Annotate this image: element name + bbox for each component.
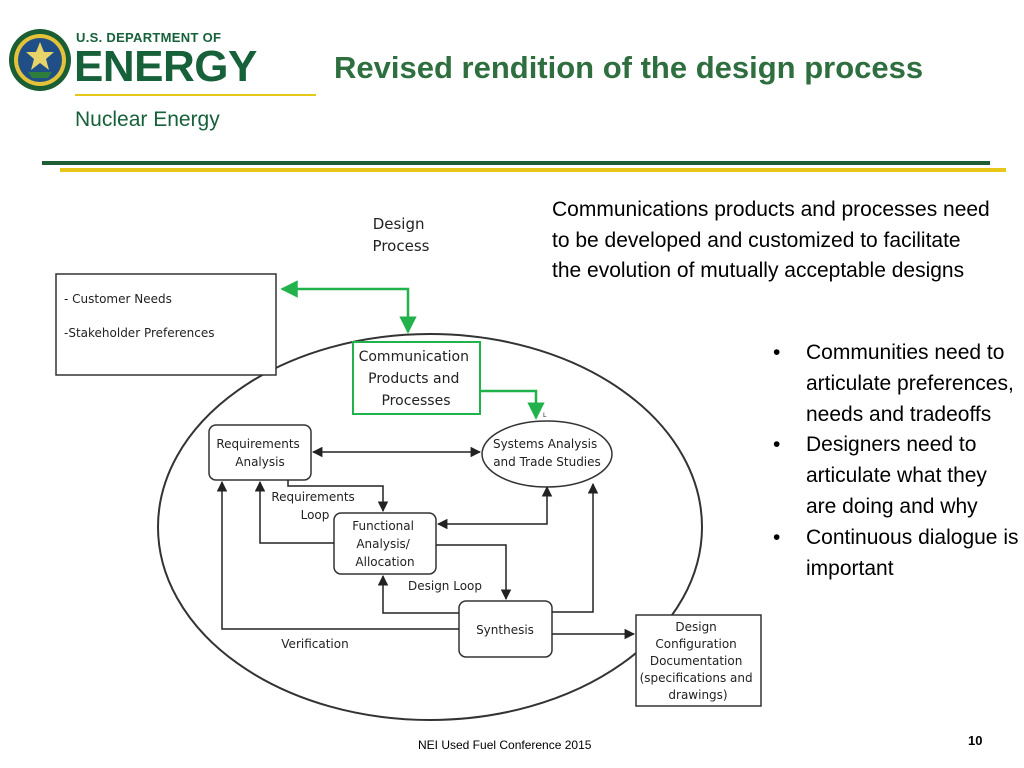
logo-divider: [75, 94, 316, 96]
functional-to-synthesis-arrow: [436, 544, 512, 601]
bullet-list: Communities need to articulate preferenc…: [770, 338, 1022, 584]
bullet-item: Communities need to articulate preferenc…: [770, 338, 1022, 430]
communication-products-box: [352, 341, 481, 415]
design-configuration-label: Design Configuration Documentation (spec…: [640, 620, 757, 702]
communication-products-label: Communication Products and Processes: [359, 349, 474, 409]
design-loop-label: Design Loop: [408, 579, 482, 593]
communication-to-systems-arrow: [480, 389, 545, 420]
functional-analysis-label: Functional Analysis/ Allocation: [352, 519, 418, 569]
bullet-item: Designers need to articulate what they a…: [770, 430, 1022, 522]
office-name: Nuclear Energy: [75, 108, 220, 131]
design-process-diagram: Design Process - Customer Needs -Stakeho…: [55, 215, 762, 721]
systems-analysis-node: [481, 420, 613, 488]
design-process-label: Design Process: [373, 215, 430, 255]
systems-analysis-label: Systems Analysis and Trade Studies: [493, 437, 601, 469]
agency-energy-wordmark: ENERGY: [74, 42, 257, 91]
communication-to-customer-arrow: [280, 280, 417, 334]
verification-arrow: [216, 480, 459, 630]
intro-paragraph: Communications products and processes ne…: [552, 198, 990, 282]
slide-title: Revised rendition of the design process: [334, 50, 924, 85]
synthesis-label: Synthesis: [476, 623, 534, 637]
header-rule-gold: [60, 168, 1006, 172]
synthesis-to-functional-arrow: [377, 574, 459, 614]
verification-label: Verification: [281, 637, 348, 651]
small-mark-l: L: [543, 412, 547, 419]
requirements-analysis-label: Requirements Analysis: [216, 437, 303, 469]
sa-to-functional-arrow: [436, 485, 553, 530]
stakeholder-preferences-label: -Stakeholder Preferences: [64, 326, 215, 340]
customer-needs-label: - Customer Needs: [64, 292, 172, 306]
agency-line: U.S. DEPARTMENT OF: [76, 30, 222, 45]
requirements-analysis-box: [208, 424, 312, 481]
ra-to-functional-arrow: [287, 480, 389, 513]
bullet-item: Continuous dialogue is important: [770, 523, 1022, 585]
synthesis-to-sa-arrow: [552, 482, 599, 613]
customer-needs-box: [55, 273, 277, 376]
requirements-loop-label: Requirements Loop: [271, 490, 358, 522]
design-configuration-box: [635, 614, 762, 707]
functional-to-ra-arrow: [254, 480, 334, 544]
footer-text: NEI Used Fuel Conference 2015: [418, 738, 592, 752]
header-rule-green: [42, 161, 990, 165]
page-number: 10: [968, 733, 983, 748]
doe-seal-icon: [9, 29, 71, 91]
